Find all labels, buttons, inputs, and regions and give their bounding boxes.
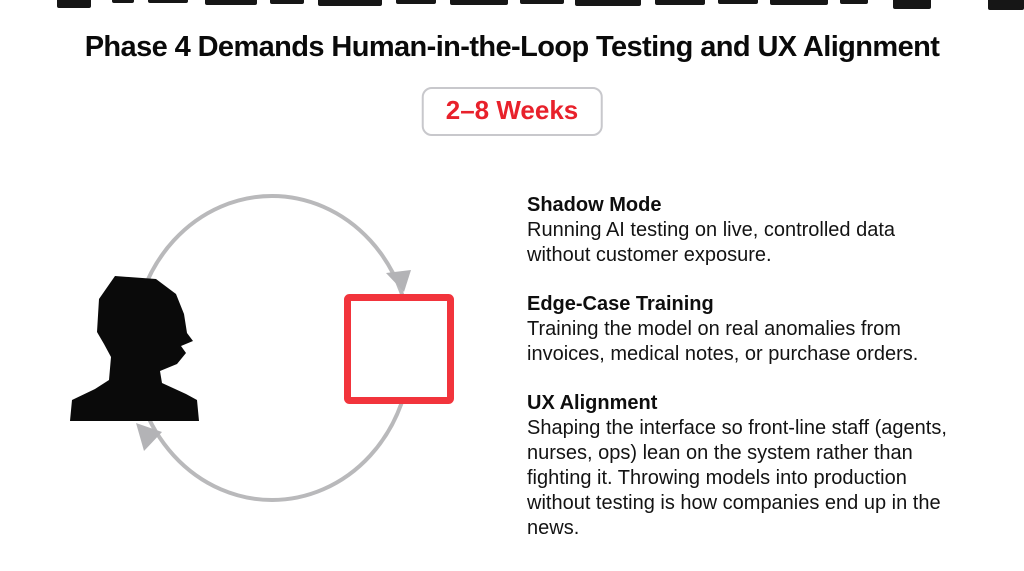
top-edge-artifact	[450, 0, 508, 5]
human-in-the-loop-diagram	[70, 194, 454, 502]
section-edge-case-training: Edge-Case Training Training the model on…	[527, 292, 1022, 367]
top-edge-artifact	[840, 0, 868, 4]
human-head-icon	[70, 276, 199, 421]
top-edge-artifact	[718, 0, 758, 4]
top-edge-artifact	[575, 0, 641, 6]
page-title: Phase 4 Demands Human-in-the-Loop Testin…	[84, 31, 940, 63]
top-edge-artifact	[770, 0, 828, 5]
arrowhead-right-icon	[386, 270, 411, 292]
section-heading: UX Alignment	[527, 392, 658, 414]
top-edge-artifact	[318, 0, 382, 6]
top-edge-artifact	[205, 0, 257, 5]
section-heading: Shadow Mode	[527, 194, 662, 216]
top-edge-artifact	[148, 0, 188, 3]
section-body: Running AI testing on live, controlled d…	[527, 219, 896, 266]
top-edge-artifact	[270, 0, 304, 4]
top-edge-artifact	[655, 0, 705, 5]
top-edge-artifact	[112, 0, 134, 3]
content-column: Shadow Mode Running AI testing on live, …	[527, 193, 1022, 565]
top-edge-artifacts	[0, 0, 1024, 12]
arrowhead-left-icon	[136, 423, 162, 451]
top-edge-artifact	[893, 0, 931, 9]
model-square-icon	[344, 294, 454, 404]
section-body: Training the model on real anomalies fro…	[527, 318, 919, 365]
top-edge-artifact	[396, 0, 436, 4]
top-edge-artifact	[988, 0, 1024, 10]
section-heading: Edge-Case Training	[527, 293, 714, 315]
top-edge-artifact	[57, 0, 91, 8]
top-edge-artifact	[520, 0, 564, 4]
section-body: Shaping the interface so front-line staf…	[527, 417, 947, 539]
section-ux-alignment: UX Alignment Shaping the interface so fr…	[527, 391, 1022, 541]
duration-badge: 2–8 Weeks	[421, 87, 603, 136]
section-shadow-mode: Shadow Mode Running AI testing on live, …	[527, 193, 1022, 268]
